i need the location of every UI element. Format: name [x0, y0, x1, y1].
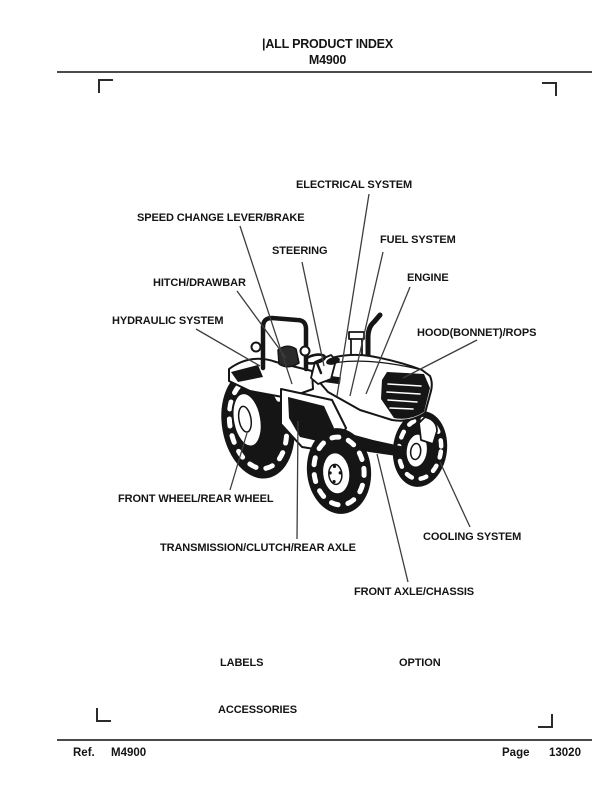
callout-hood-bonnet-rops[interactable]: HOOD(BONNET)/ROPS [417, 327, 537, 339]
grille [381, 372, 430, 419]
callout-hydraulic-system[interactable]: HYDRAULIC SYSTEM [112, 315, 224, 327]
leader-line-cooling-system [439, 461, 471, 528]
seat [277, 345, 300, 368]
rear-wheel [221, 369, 295, 479]
index-item-option[interactable]: OPTION [399, 657, 441, 669]
front-left-wheel [306, 428, 372, 514]
leader-line-front-wheel-rear-wheel [229, 432, 248, 491]
callout-front-axle-chassis[interactable]: FRONT AXLE/CHASSIS [354, 586, 475, 598]
header-rule [57, 71, 592, 73]
footer-ref-label: Ref. [73, 747, 95, 759]
leader-line-electrical-system [336, 193, 370, 397]
leader-line-hydraulic-system [195, 328, 261, 367]
rops-bar [260, 315, 309, 372]
leader-line-engine [365, 286, 411, 395]
footer-ref-value: M4900 [111, 747, 147, 759]
model-title: M4900 [308, 53, 347, 67]
front-axle [340, 431, 405, 457]
leader-line-fuel-system [349, 251, 384, 397]
callout-transmission-clutch-rear-axle[interactable]: TRANSMISSION/CLUTCH/REAR AXLE [160, 542, 356, 554]
callout-front-wheel-rear-wheel[interactable]: FRONT WHEEL/REAR WHEEL [118, 493, 274, 505]
brand-badge [323, 375, 341, 385]
footer-page-label: Page [502, 747, 530, 759]
footer-rule [57, 739, 592, 741]
corner-mark-bottom-left [96, 708, 111, 722]
leader-line-hitch-drawbar [236, 290, 287, 359]
callout-engine[interactable]: ENGINE [407, 272, 449, 284]
footer-page-value: 13020 [549, 747, 581, 759]
leader-line-transmission-clutch-rear-axle [296, 420, 299, 540]
leader-line-steering [301, 261, 325, 367]
steering-wheel [303, 353, 327, 365]
page-title: |ALL PRODUCT INDEX [262, 37, 393, 51]
callout-hitch-drawbar[interactable]: HITCH/DRAWBAR [153, 277, 246, 289]
leader-lines [195, 193, 478, 583]
front-right-wheel [392, 411, 448, 487]
leader-line-front-axle-chassis [376, 453, 409, 583]
callout-steering[interactable]: STEERING [272, 245, 328, 257]
callout-speed-change-lever-brake[interactable]: SPEED CHANGE LEVER/BRAKE [137, 212, 305, 224]
tractor-illustration [221, 312, 448, 514]
corner-mark-top-left [98, 79, 113, 93]
intake-pipe [350, 337, 363, 369]
rops-lamp-left [250, 341, 262, 353]
index-item-accessories[interactable]: ACCESSORIES [218, 704, 297, 716]
corner-mark-top-right [542, 82, 557, 96]
leader-line-hood-bonnet-rops [402, 339, 478, 379]
exhaust-pipe [365, 312, 383, 371]
hood [314, 353, 433, 422]
index-item-labels[interactable]: LABELS [220, 657, 264, 669]
callout-fuel-system[interactable]: FUEL SYSTEM [380, 234, 456, 246]
callout-cooling-system[interactable]: COOLING SYSTEM [423, 531, 522, 543]
rops-lamp-right [299, 345, 311, 357]
instrument-panel [326, 357, 340, 365]
corner-mark-bottom-right [538, 714, 553, 728]
callout-electrical-system[interactable]: ELECTRICAL SYSTEM [296, 179, 413, 191]
